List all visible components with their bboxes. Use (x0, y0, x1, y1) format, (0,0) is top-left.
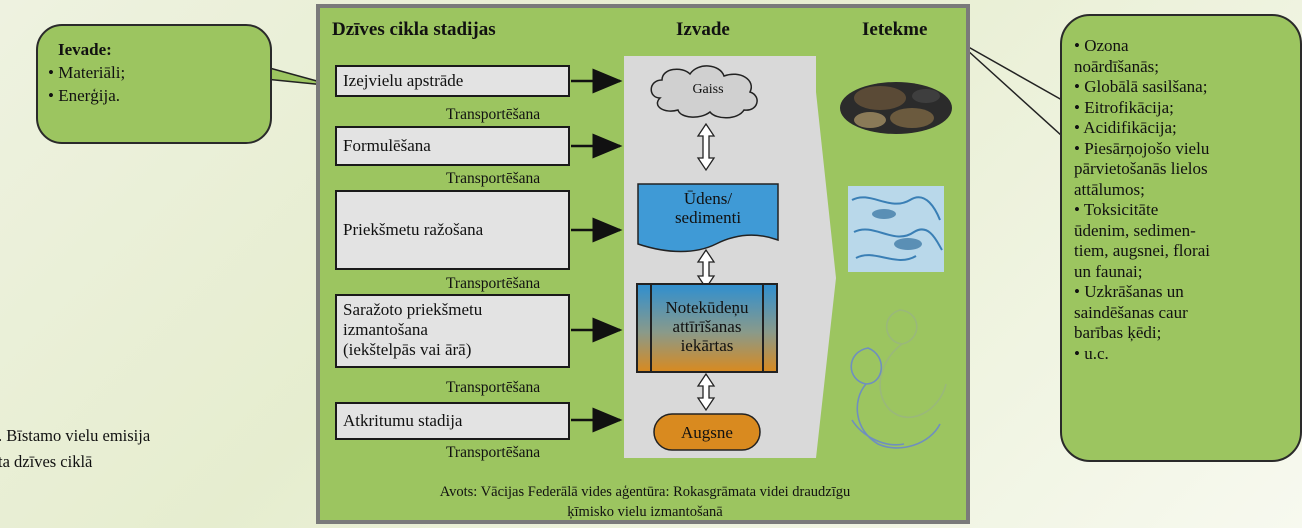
input-item-energy: • Enerģija. (48, 86, 121, 105)
impact-line: ūdenim, sedimen- (1074, 220, 1196, 240)
double-arrow-wwtp-soil (696, 372, 716, 412)
stage-label: Izejvielu apstrāde (343, 71, 464, 90)
stage-label-line: izmantošana (343, 320, 428, 339)
impact-line: • Piesārņojošo vielu (1074, 138, 1210, 158)
impact-line: • u.c. (1074, 343, 1109, 363)
header-stages: Dzīves cikla stadijas (332, 19, 496, 40)
impact-callout: • Ozona noārdīšanās; • Globālā sasilšana… (1060, 14, 1302, 462)
impact-line: • Globālā sasilšana; (1074, 77, 1208, 96)
air-cloud-shape (650, 65, 758, 119)
wwtp-line-3: iekārtas (680, 336, 734, 355)
input-heading: Ievade: (58, 40, 112, 59)
transport-label-2: Transportēšana (446, 170, 541, 187)
impact-line: un faunai; (1074, 261, 1143, 281)
impact-line: • Uzkrāšanas un (1074, 282, 1184, 301)
water-line-1: Ūdens/ (683, 189, 733, 208)
impact-line: barības ķēdi; (1074, 323, 1162, 342)
header-impact: Ietekme (862, 19, 928, 40)
wwtp-line-1: Notekūdeņu (665, 298, 749, 317)
stage-formulation: Formulēšana (335, 126, 570, 166)
transport-label-4: Transportēšana (446, 379, 541, 396)
transport-label-1: Transportēšana (446, 106, 541, 123)
stage-article-use: Saražoto priekšmetu izmantošana (iekštel… (335, 294, 570, 368)
stage-label: Formulēšana (343, 136, 431, 155)
impact-image-water (848, 186, 944, 272)
impact-line: attālumos; (1074, 179, 1145, 199)
impact-line: • Ozona (1074, 36, 1129, 55)
stage-label: Priekšmetu ražošana (343, 220, 484, 239)
figure-caption-block: . Bīstamo vielu emisija ta dzīves ciklā (0, 423, 316, 475)
source-line-2: ķīmisko vielu izmantošanā (567, 504, 723, 520)
source-note: Avots: Vācijas Federālā vides aģentūra: … (330, 482, 960, 522)
input-item-materials: • Materiāli; (48, 63, 126, 82)
stage-waste: Atkritumu stadija (335, 402, 570, 440)
stage-label-line: Saražoto priekšmetu (343, 300, 483, 319)
double-arrow-water-wwtp (696, 248, 716, 290)
input-callout: Ievade: • Materiāli; • Enerģija. (36, 24, 272, 144)
output-air-label: Gaiss (692, 82, 724, 97)
impact-line: saindēšanas caur (1074, 302, 1188, 322)
source-line-1: Avots: Vācijas Federālā vides aģentūra: … (439, 484, 851, 500)
impact-line: pārvietošanās lielos (1074, 159, 1208, 178)
transport-label-5: Transportēšana (446, 444, 541, 461)
output-wwtp-label: Notekūdeņu attīrīšanas iekārtas (651, 298, 763, 355)
impact-line: • Toksicitāte (1074, 200, 1159, 219)
stage-raw-material-processing: Izejvielu apstrāde (335, 65, 570, 97)
output-soil-label: Augsne (681, 423, 733, 442)
header-output: Izvade (676, 19, 730, 40)
wwtp-line-2: attīrīšanas (672, 317, 742, 336)
water-line-2: sedimenti (674, 208, 742, 227)
transport-label-3: Transportēšana (446, 275, 541, 292)
soil-shape (653, 413, 761, 451)
impact-pointer-line-top (955, 39, 1063, 101)
impact-pointer-line-bottom (955, 39, 1063, 137)
stage-label-line: (iekštelpās vai ārā) (343, 340, 472, 359)
impact-image-human-health (850, 309, 947, 449)
double-arrow-air-water (696, 122, 716, 172)
wastewater-plant-box (636, 283, 778, 373)
impact-line: • Acidifikācija; (1074, 118, 1177, 137)
impact-line: tiem, augsnei, florai (1074, 241, 1210, 260)
stage-article-production: Priekšmetu ražošana (335, 190, 570, 270)
impact-line: noārdīšanās; (1074, 56, 1159, 76)
impact-image-air-pollution (840, 82, 952, 134)
water-sediment-shape (637, 183, 779, 253)
caption-line-2: ta dzīves ciklā (0, 452, 93, 471)
output-water-label: Ūdens/ sedimenti (640, 189, 776, 227)
caption-line-1: . Bīstamo vielu emisija (0, 426, 151, 445)
impact-line: • Eitrofikācija; (1074, 97, 1174, 117)
stage-label: Atkritumu stadija (343, 411, 463, 430)
